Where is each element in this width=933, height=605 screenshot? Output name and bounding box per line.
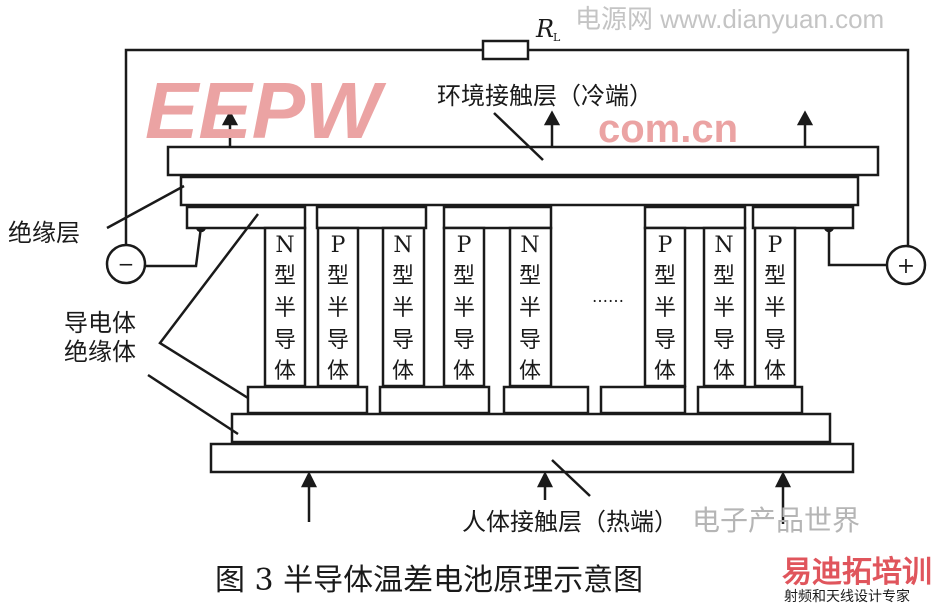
positive-lead bbox=[827, 227, 887, 267]
semiconductor-leg bbox=[702, 226, 747, 388]
leg-text: 半 bbox=[713, 296, 735, 321]
conductor-insulator-leader bbox=[158, 213, 259, 400]
hot-label-leader bbox=[551, 459, 591, 497]
cold-side-label: 环境接触层（冷端） bbox=[437, 82, 653, 110]
top-insulation-layer bbox=[179, 175, 860, 207]
resistor-subscript: L bbox=[553, 31, 561, 44]
bottom-conductor bbox=[246, 385, 369, 415]
leg-text: 半 bbox=[392, 296, 414, 321]
leg-text: 型 bbox=[453, 264, 475, 289]
semiconductor-leg bbox=[263, 226, 307, 388]
arrow-head-icon bbox=[221, 110, 239, 126]
load-wire bbox=[124, 48, 483, 244]
leg-type-label: P bbox=[457, 233, 472, 258]
leg-text: 半 bbox=[764, 296, 786, 321]
semiconductor-leg bbox=[381, 226, 426, 388]
leg-text: 半 bbox=[327, 296, 349, 321]
arrow-head-icon bbox=[543, 110, 561, 126]
arrow-head-icon bbox=[300, 471, 318, 488]
leg-text: 体 bbox=[274, 359, 296, 384]
eepw-cn-watermark: 电子产品世界 bbox=[692, 504, 860, 537]
leg-text: 型 bbox=[327, 264, 349, 289]
leg-text: 型 bbox=[654, 264, 676, 289]
load-wire-right bbox=[528, 48, 910, 246]
plus-icon: + bbox=[897, 254, 915, 279]
leg-text: 体 bbox=[764, 359, 786, 384]
leg-text: 型 bbox=[713, 264, 735, 289]
insulator-leader bbox=[147, 373, 239, 436]
bottom-insulation-layer bbox=[230, 412, 832, 444]
leg-text: 体 bbox=[654, 359, 676, 384]
load-resistor bbox=[481, 39, 530, 61]
top-conductor bbox=[751, 205, 855, 230]
ellipsis: …… bbox=[592, 287, 624, 306]
semiconductor-leg bbox=[643, 226, 687, 388]
hot-contact-layer bbox=[209, 442, 855, 474]
resistor-label: R bbox=[535, 15, 554, 43]
leg-text: 半 bbox=[519, 296, 541, 321]
leg-text: 体 bbox=[453, 359, 475, 384]
eepw-domain-watermark: com.cn bbox=[598, 107, 738, 151]
top-conductor bbox=[643, 205, 747, 230]
semiconductor-leg bbox=[316, 226, 360, 388]
edatop-subtitle: 射频和天线设计专家 bbox=[784, 588, 910, 605]
semiconductor-leg bbox=[508, 226, 553, 388]
leg-text: 体 bbox=[327, 359, 349, 384]
edatop-watermark: 易迪拓培训 bbox=[782, 555, 932, 589]
leg-text: 半 bbox=[453, 296, 475, 321]
leg-text: 导 bbox=[654, 328, 676, 353]
minus-icon: − bbox=[118, 252, 135, 276]
leg-text: 半 bbox=[654, 296, 676, 321]
negative-lead bbox=[145, 226, 203, 268]
arrow-head-icon bbox=[536, 471, 554, 488]
leg-text: 导 bbox=[713, 328, 735, 353]
leg-text: 体 bbox=[392, 359, 414, 384]
top-conductor bbox=[442, 205, 553, 230]
cold-label-leader bbox=[493, 112, 544, 161]
insulation-label-leader bbox=[106, 184, 185, 230]
negative-terminal bbox=[105, 243, 147, 285]
insulation-layer-label: 绝缘层 bbox=[8, 219, 80, 247]
leg-type-label: N bbox=[275, 233, 294, 258]
semiconductor-leg bbox=[753, 226, 797, 388]
leg-type-label: P bbox=[658, 233, 673, 258]
bottom-conductor bbox=[378, 385, 491, 415]
leg-text: 导 bbox=[274, 328, 296, 353]
cold-contact-layer bbox=[166, 145, 880, 177]
leg-text: 型 bbox=[764, 264, 786, 289]
leg-type-label: N bbox=[714, 233, 733, 258]
leg-text: 导 bbox=[453, 328, 475, 353]
leg-text: 导 bbox=[519, 328, 541, 353]
eepw-watermark: EEPW bbox=[145, 66, 387, 155]
bottom-conductor bbox=[599, 385, 687, 415]
leg-type-label: N bbox=[393, 233, 412, 258]
top-conductor bbox=[315, 205, 428, 230]
leg-text: 体 bbox=[519, 359, 541, 384]
arrow-head-icon bbox=[796, 110, 814, 126]
dianyuan-watermark: 电源网 www.dianyuan.com bbox=[575, 4, 885, 34]
bottom-conductor bbox=[502, 385, 590, 415]
leg-type-label: P bbox=[331, 233, 346, 258]
leg-text: 体 bbox=[713, 359, 735, 384]
arrow-head-icon bbox=[774, 471, 792, 488]
leg-text: 型 bbox=[519, 264, 541, 289]
leg-text: 型 bbox=[274, 264, 296, 289]
leg-text: 导 bbox=[327, 328, 349, 353]
figure-caption: 图 3 半导体温差电池原理示意图 bbox=[215, 563, 643, 598]
leg-type-label: P bbox=[768, 233, 783, 258]
leg-text: 导 bbox=[392, 328, 414, 353]
semiconductor-leg bbox=[442, 226, 486, 388]
hot-side-label: 人体接触层（热端） bbox=[462, 508, 678, 536]
leg-text: 导 bbox=[764, 328, 786, 353]
bottom-conductor bbox=[696, 385, 804, 415]
leg-text: 半 bbox=[274, 296, 296, 321]
leg-type-label: N bbox=[520, 233, 539, 258]
leg-text: 型 bbox=[392, 264, 414, 289]
top-conductor bbox=[185, 205, 307, 230]
conductor-label: 导电体 bbox=[64, 309, 136, 337]
insulator-label: 绝缘体 bbox=[64, 338, 136, 366]
